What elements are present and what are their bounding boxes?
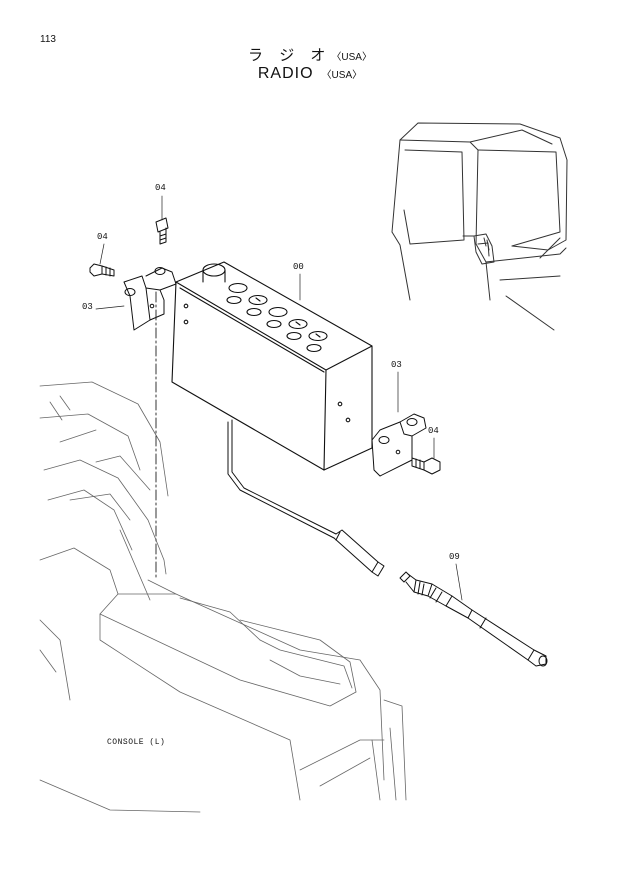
callout-antenna-cable: 09 (449, 552, 460, 562)
bracket-right (371, 413, 427, 477)
leader-lines (95, 195, 463, 601)
radio-unit (171, 261, 373, 471)
bolt-top (155, 217, 169, 245)
title-japanese: ラ ジ オ〈USA〉 (0, 44, 620, 65)
console-label: CONSOLE (L) (107, 738, 166, 747)
page-number: 113 (40, 34, 56, 45)
console-sketch (39, 381, 407, 813)
title-english-suffix: 〈USA〉 (321, 70, 363, 81)
cab-inset (391, 122, 568, 331)
callout-bolt-top: 04 (155, 183, 166, 193)
callout-bracket-left: 03 (82, 302, 93, 312)
title-english: RADIO 〈USA〉 (0, 65, 620, 83)
antenna-cable (227, 419, 548, 667)
callout-radio: 00 (293, 262, 304, 272)
title-japanese-suffix: 〈USA〉 (331, 52, 372, 63)
bolt-left (89, 263, 115, 277)
bolt-right (411, 457, 441, 475)
title-english-text: RADIO (257, 65, 314, 82)
callout-bracket-right: 03 (391, 360, 402, 370)
callout-bolt-right: 04 (428, 426, 439, 436)
callout-bolt-left: 04 (97, 232, 108, 242)
title-japanese-text: ラ ジ オ (248, 47, 332, 64)
bracket-left (123, 267, 177, 331)
